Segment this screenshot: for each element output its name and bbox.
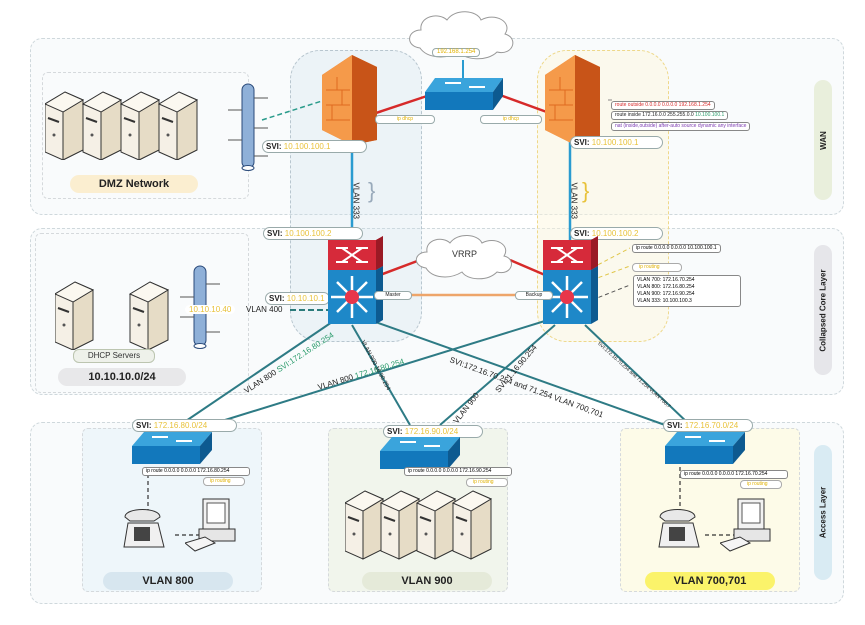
access-switch-900-icon	[380, 437, 460, 469]
access-800-route: ip route 0.0.0.0 0.0.0.0 172.16.80.254	[142, 467, 250, 476]
core-right-svi: SVI: 10.100.100.2	[570, 227, 663, 240]
brace-left: }	[368, 178, 376, 203]
vrrp-cloud-icon	[415, 235, 512, 280]
vlan-entry: VLAN 900: 172.16.90.254	[637, 291, 695, 297]
link-core-left-vlan700	[369, 319, 666, 426]
link-core-left-vlan900	[351, 324, 411, 426]
core-right-route: ip route 0.0.0.0 0.0.0.0 10.100.100.1	[632, 244, 721, 253]
vlan800-label: VLAN 800	[103, 572, 233, 590]
access-700-route: ip route 0.0.0.0 0.0.0.0 172.16.70.254	[680, 470, 788, 479]
link-core-vrrp-right	[509, 258, 546, 277]
layer-tab-wan: WAN	[814, 80, 832, 200]
link-core-left-vlan800	[179, 319, 336, 426]
access-switch-700-icon	[665, 432, 745, 464]
dmz-network-label: DMZ Network	[70, 175, 198, 193]
fw-nat-rule: nat (inside,outside) after-auto source d…	[611, 122, 751, 131]
link-fw-left-switch	[369, 93, 431, 117]
access-switch-800-icon	[132, 432, 212, 464]
fw-route-outside: route outside 0.0.0.0 0.0.0.0 192.168.1.…	[611, 101, 715, 110]
ip-phone-700-icon	[658, 509, 700, 548]
access-800-svi: SVI: 172.16.80.0/24	[132, 419, 237, 432]
access-900-route: ip route 0.0.0.0 0.0.0.0 172.16.90.254	[404, 467, 512, 476]
vlan900-servers-icon	[345, 490, 492, 560]
dhcp-subnet-label: 10.10.10.0/24	[58, 368, 186, 386]
dmz-bus-icon	[228, 83, 268, 171]
layer-tab-access: Access Layer	[814, 445, 832, 580]
dhcp-ip-label: 10.10.10.40	[185, 305, 236, 314]
core-right-ip-routing: ip routing	[632, 263, 682, 272]
fw-left-dhcp-label: ip dhcp	[375, 115, 435, 124]
dhcp-box	[35, 233, 249, 393]
firewall-left-icon	[322, 55, 377, 145]
master-label: Master	[374, 291, 412, 300]
fw-right-dhcp-label: ip dhcp	[480, 115, 542, 124]
core-switch-right-icon	[543, 236, 598, 324]
ip-phone-800-icon	[123, 509, 165, 548]
link-dmz-firewall	[261, 99, 326, 121]
link-core-vrrp-left	[379, 258, 421, 277]
vlan-entry: VLAN 800: 172.16.80.254	[637, 284, 695, 290]
pc-700-icon	[720, 498, 771, 552]
vlan900-label: VLAN 900	[362, 572, 492, 590]
fw-route-inside: route inside 172.16.0.0 255.255.0.0 10.1…	[611, 111, 729, 120]
core-left-svi: SVI: 10.100.100.2	[263, 227, 363, 240]
fw-left-svi: SVI: 10.100.100.1	[262, 140, 367, 153]
fw-right-svi: SVI: 10.100.100.1	[570, 136, 663, 149]
vlan333-left-label: VLAN 333	[351, 182, 361, 219]
brace-right: }	[582, 178, 590, 203]
vlan333-right-label: VLAN 333	[569, 182, 579, 219]
access-700-svi: SVI: 172.16.70.0/24	[663, 419, 753, 432]
wan-switch-icon	[425, 78, 503, 110]
backup-label: Backup	[515, 291, 553, 300]
vlan-entry: VLAN 333: 10.100.100.3	[637, 298, 692, 304]
link-core-right-vlan700	[584, 324, 691, 426]
link-core-right-vlan900	[439, 324, 556, 426]
dhcp-servers-icon	[55, 281, 169, 350]
dmz-servers-icon	[45, 91, 198, 160]
core-right-vlans-box: VLAN 700: 172.16.70.254 VLAN 800: 172.16…	[633, 275, 741, 307]
dhcp-servers-label: DHCP Servers	[73, 349, 155, 363]
access-700-ip-routing: ip routing	[740, 480, 782, 489]
pc-800-icon	[185, 498, 236, 552]
access-900-ip-routing: ip routing	[466, 478, 508, 487]
vlan-entry: VLAN 700: 172.16.70.254	[637, 277, 695, 283]
firewall-right-icon	[545, 55, 600, 145]
vlan700-label: VLAN 700,701	[645, 572, 775, 590]
internet-ip-label: 192.168.1.254	[432, 48, 481, 57]
link-core-right-vlan800	[224, 319, 549, 421]
core-switch-left-icon	[328, 236, 383, 324]
core-left-vlan400-svi: SVI: 10.10.10.1	[265, 292, 330, 305]
vrrp-label: VRRP	[452, 249, 478, 259]
layer-tab-core: Collapsed Core Layer	[814, 245, 832, 375]
vlan400-label: VLAN 400	[246, 305, 283, 314]
link-config-route	[591, 247, 631, 269]
access-800-ip-routing: ip routing	[203, 477, 245, 486]
